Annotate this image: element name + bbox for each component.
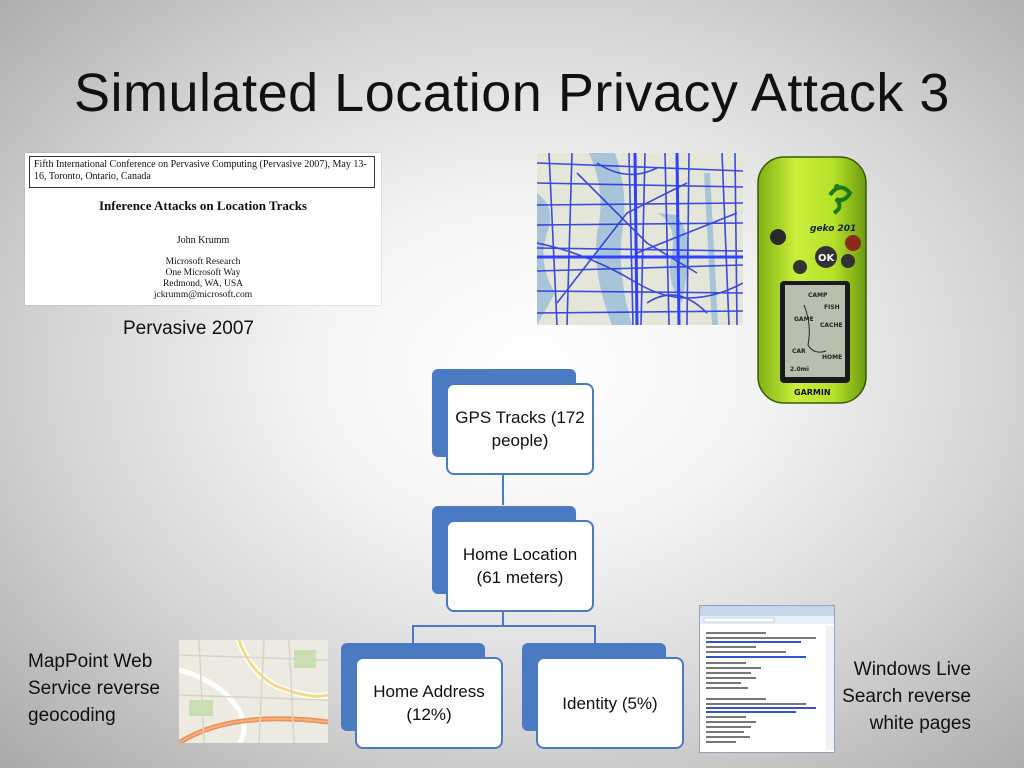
white-pages-browser-image (699, 605, 835, 753)
gps-tracks-map-graphic (537, 153, 743, 325)
paper-snippet: Fifth International Conference on Pervas… (25, 153, 381, 305)
connector-line (412, 625, 596, 627)
garmin-gps-device-image: geko 201 OK CAMP FISH GAME CACHE CAR HOM… (752, 155, 872, 405)
mappoint-label: MapPoint Web Service reverse geocoding (28, 651, 160, 726)
screen-label: 2.0mi (790, 366, 809, 373)
paper-title: Inference Attacks on Location Tracks (99, 198, 307, 213)
slide-title: Simulated Location Privacy Attack 3 (74, 63, 950, 123)
paper-caption: Pervasive 2007 (123, 318, 254, 339)
device-brand: geko 201 (810, 224, 856, 234)
paper-header: Fifth International Conference on Pervas… (29, 156, 375, 188)
ok-button-label: OK (818, 253, 836, 264)
street-map-image (179, 640, 328, 743)
node-label: Home Address (12%) (355, 657, 503, 749)
screen-label: CACHE (820, 322, 843, 329)
screen-label: GAME (794, 316, 814, 323)
screen-label: FISH (824, 304, 840, 311)
device-maker: GARMIN (794, 388, 831, 397)
node-label: Identity (5%) (536, 657, 684, 749)
affiliation-line: Microsoft Research (165, 257, 241, 267)
connector-line (502, 475, 504, 505)
affiliation-line: One Microsoft Way (165, 268, 241, 278)
screen-label: CAR (792, 348, 806, 355)
garmin-gps-graphic: geko 201 OK CAMP FISH GAME CACHE CAR HOM… (757, 156, 867, 404)
browser-graphic (700, 606, 834, 750)
node-label: Home Location (61 meters) (446, 520, 594, 612)
affiliation-line: jckrumm@microsoft.com (153, 290, 253, 300)
windows-live-label: Windows Live Search reverse white pages (842, 659, 971, 734)
paper-author: John Krumm (176, 235, 230, 246)
street-map-graphic (179, 640, 328, 743)
connector-line (412, 625, 414, 643)
paper-affiliation: Microsoft Research One Microsoft Way Red… (25, 257, 381, 301)
affiliation-line: Redmond, WA, USA (162, 279, 244, 289)
connector-line (502, 612, 504, 626)
connector-line (594, 625, 596, 643)
gps-tracks-map-image (537, 153, 743, 325)
screen-label: HOME (822, 354, 842, 361)
screen-label: CAMP (808, 292, 828, 299)
node-label: GPS Tracks (172 people) (446, 383, 594, 475)
